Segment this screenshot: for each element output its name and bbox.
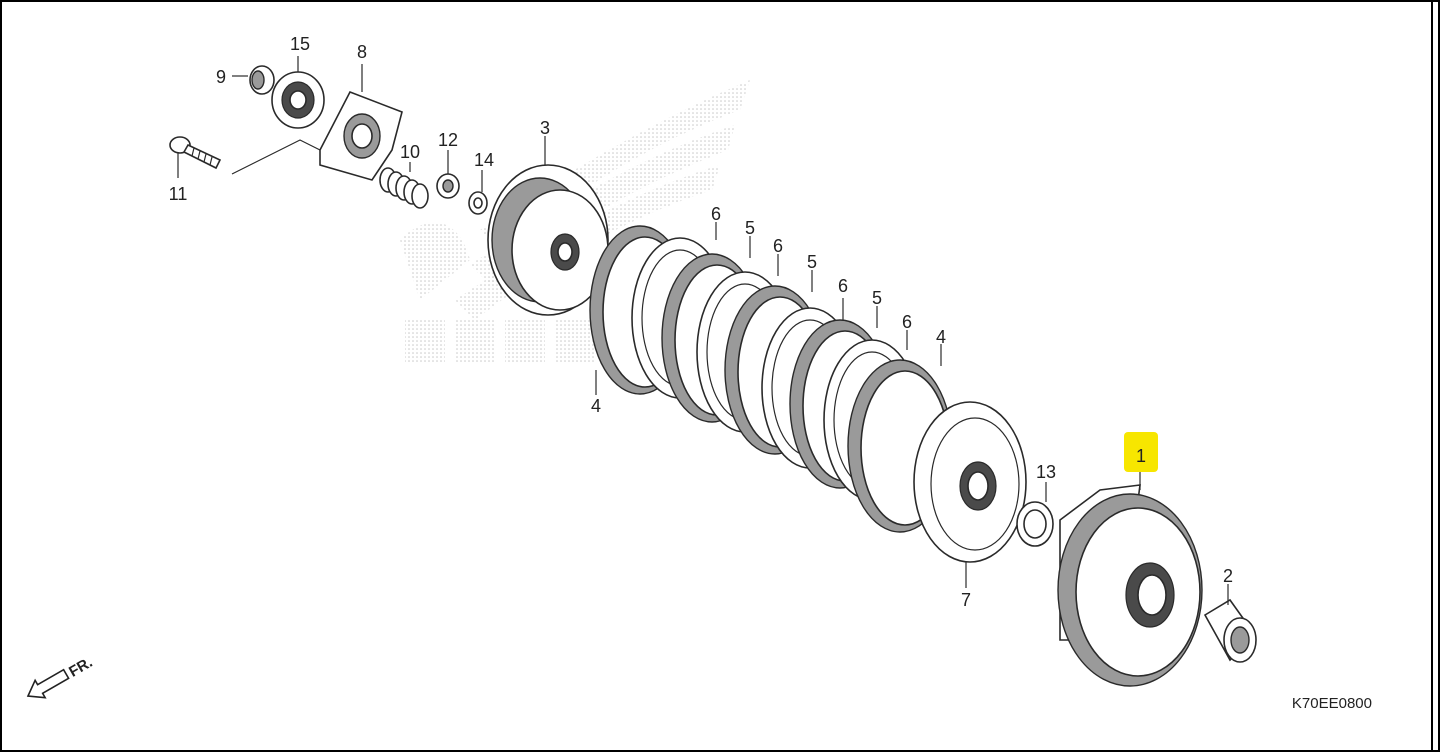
part-lifter-plate (319, 90, 403, 181)
callout-label[interactable]: 6 (902, 312, 912, 332)
part-cap (249, 65, 275, 95)
part-bearing (271, 71, 325, 129)
part-nut (436, 173, 460, 199)
callout-highlight (1124, 432, 1158, 472)
callout-labels: 1 2 3 4 4 5 5 5 6 6 6 6 7 8 9 10 11 12 1… (169, 34, 1233, 610)
front-arrow: FR. (26, 654, 96, 699)
part-clutch-center (487, 164, 609, 316)
callout-label[interactable]: 1 (1136, 446, 1146, 466)
callout-label[interactable]: 6 (838, 276, 848, 296)
leader-lines (177, 56, 1229, 605)
part-collar (1203, 598, 1257, 663)
callout-label[interactable]: 15 (290, 34, 310, 54)
part-spring (379, 167, 429, 209)
callout-label[interactable]: 3 (540, 118, 550, 138)
callout-label[interactable]: 5 (745, 218, 755, 238)
part-washer-large (1016, 501, 1054, 547)
callout-label[interactable]: 7 (961, 590, 971, 610)
callout-label[interactable]: 10 (400, 142, 420, 162)
part-clutch-outer (1057, 484, 1203, 687)
part-bolt (169, 136, 222, 170)
callout-label[interactable]: 11 (169, 184, 188, 204)
callout-label[interactable]: 6 (711, 204, 721, 224)
front-label: FR. (66, 654, 95, 681)
callout-label[interactable]: 6 (773, 236, 783, 256)
part-washer-small (468, 191, 488, 215)
part-pressure-plate (913, 401, 1027, 563)
callout-label[interactable]: 12 (438, 130, 458, 150)
callout-label[interactable]: 9 (216, 67, 226, 87)
callout-label[interactable]: 14 (474, 150, 494, 170)
callout-label[interactable]: 4 (936, 327, 946, 347)
arrow-icon (26, 668, 70, 699)
callout-label[interactable]: 2 (1223, 566, 1233, 586)
diagram-code: K70EE0800 (1292, 695, 1372, 712)
callout-label[interactable]: 13 (1036, 462, 1056, 482)
callout-label[interactable]: 5 (872, 288, 882, 308)
callout-label[interactable]: 4 (591, 396, 601, 416)
callout-label[interactable]: 8 (357, 42, 367, 62)
callout-label[interactable]: 5 (807, 252, 817, 272)
clutch-disc-stack (589, 225, 953, 533)
